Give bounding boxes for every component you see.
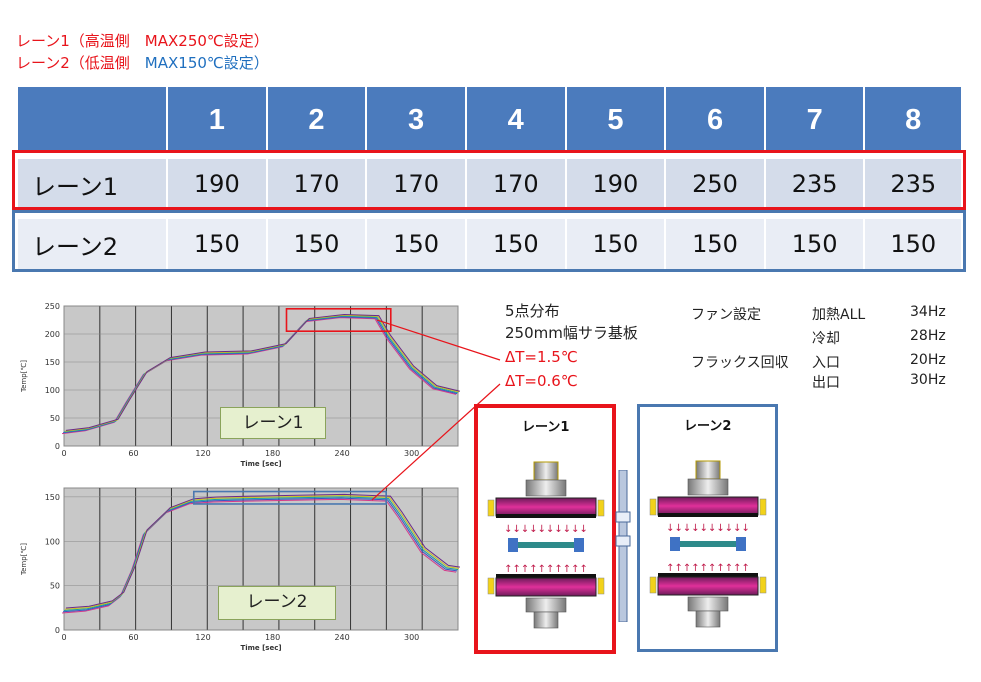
chart2-lane-label: レーン2 [218,586,336,620]
peak-highlight-box [285,308,392,332]
x-axis-label: Time [sec] [240,460,281,468]
flux-recovery-label: フラックス回収 [691,355,789,371]
lane2-zone-3: 150 [367,219,467,269]
lane2-zone-1: 150 [168,219,268,269]
x-tick-label: 0 [61,449,66,458]
lane1-row-highlight [12,150,966,210]
y-tick-label: 50 [50,582,60,591]
svg-text:↑↑↑↑↑↑↑↑↑↑: ↑↑↑↑↑↑↑↑↑↑ [504,564,588,575]
zone-temperature-table: 1 2 3 4 5 6 7 8 レーン1 190 170 170 170 190… [18,87,961,269]
series-line [65,493,461,609]
cool-hz: 28Hz [910,328,946,344]
y-tick-label: 150 [45,493,60,502]
lane1-zone-1: 190 [168,159,268,209]
x-tick-label: 240 [334,633,349,642]
inlet-label: 入口 [812,355,840,371]
heat-hz: 34Hz [910,304,946,320]
zone-header-2: 2 [267,87,368,153]
outlet-label: 出口 [812,375,840,391]
svg-text:↓↓↓↓↓↓↓↓↓↓: ↓↓↓↓↓↓↓↓↓↓ [504,524,588,535]
x-tick-label: 0 [61,633,66,642]
outlet-hz: 30Hz [910,372,946,388]
lane1-zone-3: 170 [367,159,467,209]
x-tick-label: 60 [128,449,138,458]
y-tick-label: 50 [50,414,60,423]
lane1-heater-illustration: ↓↓↓↓↓↓↓↓↓↓ ↑↑↑↑↑↑↑↑↑↑ [487,461,605,629]
inlet-hz: 20Hz [910,352,946,368]
zone-header-5: 5 [566,87,667,153]
y-tick-label: 250 [45,302,60,311]
lane1-zone-2: 170 [267,159,368,209]
svg-text:↓↓↓↓↓↓↓↓↓↓: ↓↓↓↓↓↓↓↓↓↓ [666,523,750,534]
zone-header-1: 1 [168,87,268,153]
chart1-lane-label: レーン1 [220,407,326,439]
table-row-lane2: レーン2 150 150 150 150 150 150 150 150 [18,219,961,269]
x-tick-label: 120 [195,633,210,642]
lane1-zone-4: 170 [466,159,567,209]
zone-header-3: 3 [367,87,467,153]
x-tick-label: 120 [195,449,210,458]
fan-setting-label: ファン設定 [691,307,761,323]
lane2-zone-2: 150 [267,219,368,269]
zone-header-4: 4 [466,87,567,153]
zone-header-corner [18,87,168,153]
center-rail-illustration [615,470,631,622]
board-description: 250mm幅サラ基板 [505,324,638,342]
lane2-setting-caption: レーン2（低温側 MAX150℃設定） [16,52,269,73]
measurement-points: 5点分布 [505,302,560,320]
connector-line-2 [371,383,501,501]
cool-label: 冷却 [812,331,840,347]
y-tick-label: 100 [45,537,60,546]
x-tick-label: 60 [128,633,138,642]
x-axis-label: Time [sec] [240,644,281,652]
x-tick-label: 180 [265,449,280,458]
lane2-row-highlight [12,210,966,272]
lane1-oven-diagram: レーン1 ↓↓↓↓↓↓↓↓↓↓ ↑↑↑↑↑↑↑↑↑↑ [474,404,616,654]
y-tick-label: 150 [45,358,60,367]
zone-header-6: 6 [666,87,766,153]
table-row-lane1: レーン1 190 170 170 170 190 250 235 235 [18,159,961,209]
connector-line-1 [376,319,501,361]
row-label-lane2: レーン2 [18,219,168,269]
lane2-caption-prefix: レーン2（低温側 [16,54,145,72]
lane2-zone-8: 150 [865,219,961,269]
lane2-caption-max: MAX150℃設定） [144,54,269,72]
delta-t-lane1: ΔT=1.5℃ [505,348,578,366]
y-tick-label: 0 [55,626,60,635]
y-axis-label: Temp[℃] [20,543,28,576]
peak-highlight-box [192,490,387,505]
y-tick-label: 100 [45,386,60,395]
lane2-heater-illustration: ↓↓↓↓↓↓↓↓↓↓ ↑↑↑↑↑↑↑↑↑↑ [649,460,767,628]
delta-t-lane2: ΔT=0.6℃ [505,372,578,390]
x-tick-label: 300 [404,633,419,642]
x-tick-label: 180 [265,633,280,642]
zone-header-row: 1 2 3 4 5 6 7 8 [18,87,961,153]
lane2-zone-5: 150 [566,219,667,269]
row-label-lane1: レーン1 [18,159,168,209]
lane1-zone-5: 190 [566,159,667,209]
series-line [65,314,461,431]
lane2-diagram-title: レーン2 [684,419,732,434]
lane1-zone-7: 235 [765,159,866,209]
zone-header-8: 8 [865,87,961,153]
lane1-zone-6: 250 [666,159,766,209]
lane1-setting-caption: レーン1（高温側 MAX250℃設定） [16,32,269,50]
y-tick-label: 200 [45,330,60,339]
heat-all-label: 加熱ALL [812,307,866,323]
lane2-oven-diagram: レーン2 ↓↓↓↓↓↓↓↓↓↓ ↑↑↑↑↑↑↑↑↑↑ [637,404,778,652]
svg-text:↑↑↑↑↑↑↑↑↑↑: ↑↑↑↑↑↑↑↑↑↑ [666,563,750,574]
lane2-zone-6: 150 [666,219,766,269]
y-tick-label: 0 [55,442,60,451]
y-axis-label: Temp[℃] [20,360,28,393]
x-tick-label: 240 [334,449,349,458]
zone-header-7: 7 [765,87,866,153]
x-tick-label: 300 [404,449,419,458]
lane2-zone-7: 150 [765,219,866,269]
lane1-zone-8: 235 [865,159,961,209]
lane1-diagram-title: レーン1 [522,420,570,435]
lane2-zone-4: 150 [466,219,567,269]
